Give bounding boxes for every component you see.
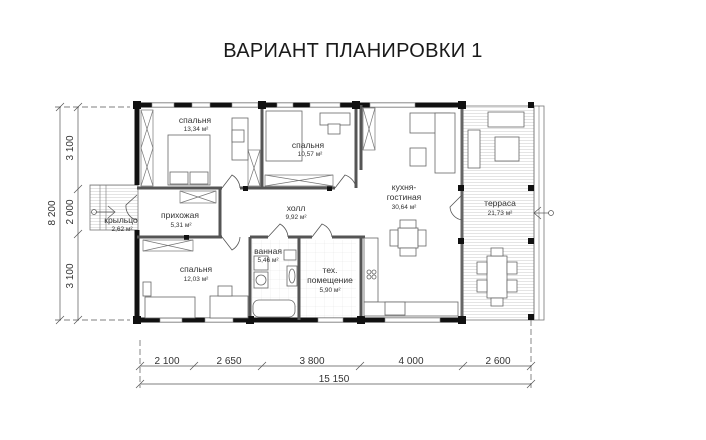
room-area: 21,73 м² bbox=[488, 210, 514, 217]
vertical-dimension-labels: 3 100 2 000 3 100 8 200 bbox=[47, 135, 76, 288]
wardrobes bbox=[140, 107, 376, 252]
furniture bbox=[142, 110, 525, 319]
room-name: гостиная bbox=[387, 192, 422, 202]
doors bbox=[125, 174, 463, 251]
horizontal-dimension-labels: 2 100 2 650 3 800 4 000 2 600 15 150 bbox=[154, 356, 510, 385]
room-name: помещение bbox=[307, 275, 353, 285]
room-area: 2,62 м² bbox=[111, 226, 133, 233]
svg-text:2 650: 2 650 bbox=[216, 356, 241, 367]
svg-text:2 600: 2 600 bbox=[485, 356, 510, 367]
svg-text:2 000: 2 000 bbox=[65, 199, 76, 224]
tech-room-floor bbox=[300, 240, 356, 318]
room-area: 13,34 м² bbox=[184, 126, 210, 133]
room-name: кухня- bbox=[392, 182, 417, 192]
room-area: 5,31 м² bbox=[170, 222, 192, 229]
room-area: 12,03 м² bbox=[184, 276, 210, 283]
room-area: 5,90 м² bbox=[319, 287, 341, 294]
entry-arrow-icon bbox=[91, 205, 554, 220]
svg-text:3 800: 3 800 bbox=[299, 356, 324, 367]
room-name: холл bbox=[287, 203, 306, 213]
room-area: 9,92 м² bbox=[285, 214, 307, 221]
room-labels: спальня 13,34 м² спальня 10,57 м² кухня-… bbox=[104, 115, 516, 294]
room-name: терраса bbox=[484, 198, 516, 208]
page-title: ВАРИАНТ ПЛАНИРОВКИ 1 bbox=[223, 40, 483, 62]
room-name: тех. bbox=[323, 265, 338, 275]
svg-text:4 000: 4 000 bbox=[398, 356, 423, 367]
porch-area bbox=[89, 184, 139, 231]
svg-text:3 100: 3 100 bbox=[65, 263, 76, 288]
room-name: спальня bbox=[179, 115, 212, 125]
svg-text:3 100: 3 100 bbox=[65, 135, 76, 160]
svg-text:2 100: 2 100 bbox=[154, 356, 179, 367]
windows bbox=[151, 102, 441, 323]
room-name: крыльцо bbox=[104, 215, 138, 225]
interior-walls bbox=[137, 105, 365, 320]
room-name: спальня bbox=[292, 140, 325, 150]
svg-text:8 200: 8 200 bbox=[47, 200, 58, 225]
room-area: 30,64 м² bbox=[392, 204, 418, 211]
room-area: 5,46 м² bbox=[257, 257, 279, 264]
horizontal-dimensions bbox=[135, 320, 536, 389]
vertical-dimensions bbox=[55, 102, 130, 325]
room-area: 10,57 м² bbox=[298, 151, 324, 158]
room-name: прихожая bbox=[161, 210, 199, 220]
room-name: спальня bbox=[180, 264, 213, 274]
wall-posts bbox=[133, 101, 534, 324]
room-name: ванная bbox=[254, 246, 282, 256]
svg-text:15 150: 15 150 bbox=[319, 374, 350, 385]
